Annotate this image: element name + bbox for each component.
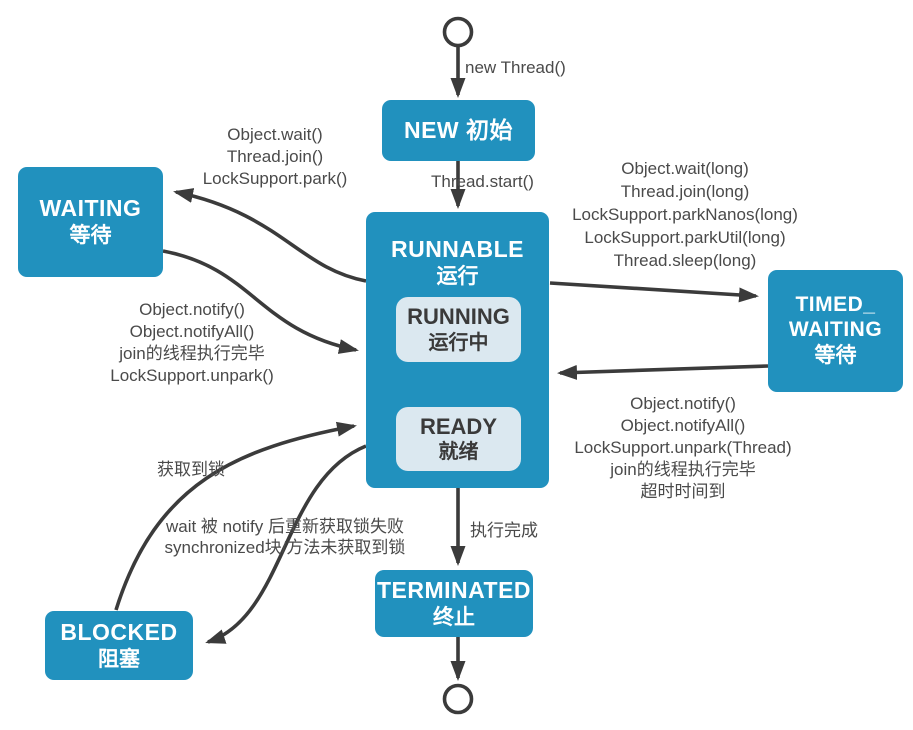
node-terminated-label-en: TERMINATED xyxy=(376,576,532,603)
node-timed-waiting-label-line2: WAITING xyxy=(788,317,883,341)
node-terminated: TERMINATED 终止 xyxy=(375,570,533,637)
node-blocked-label-zh: 阻塞 xyxy=(98,647,140,671)
edge-label-line: Object.notify() xyxy=(630,394,736,413)
node-timed-waiting: TIMED_ WAITING 等待 xyxy=(768,270,903,392)
edge-label-line: Object.notifyAll() xyxy=(620,416,746,435)
node-running-label-en: RUNNING xyxy=(407,304,510,330)
node-ready: READY 就绪 xyxy=(396,407,521,471)
edge-label-timed-waiting-to-runnable: Object.notify() Object.notifyAll() LockS… xyxy=(563,393,803,503)
edge-label-line: LockSupport.parkNanos(long) xyxy=(572,205,798,224)
start-state-circle xyxy=(442,16,474,48)
edge-label-line: Thread.join() xyxy=(226,147,324,166)
edge-timed-waiting-to-runnable xyxy=(557,364,769,380)
node-timed-waiting-label-zh: 等待 xyxy=(814,344,857,368)
node-new-label: NEW 初始 xyxy=(403,116,514,143)
node-runnable-label-en: RUNNABLE xyxy=(390,236,525,262)
node-running: RUNNING 运行中 xyxy=(396,297,521,362)
node-timed-waiting-label-line1: TIMED_ xyxy=(795,292,876,316)
edge-runnable-to-waiting xyxy=(173,188,367,283)
edge-label-line: synchronized块/方法未获取到锁 xyxy=(164,538,406,557)
edge-label-line: 超时时间到 xyxy=(640,482,726,501)
edge-runnable-to-timed-waiting xyxy=(549,281,759,303)
node-runnable-label-zh: 运行 xyxy=(436,265,479,289)
edge-blocked-to-runnable xyxy=(114,421,357,611)
edge-label-new-thread: new Thread() xyxy=(465,58,566,77)
node-waiting-label-zh: 等待 xyxy=(69,224,112,248)
node-blocked-label-en: BLOCKED xyxy=(60,618,178,645)
node-waiting-label-en: WAITING xyxy=(39,195,142,222)
edge-label-thread-start: Thread.start() xyxy=(431,172,534,191)
edge-label-line: join的线程执行完毕 xyxy=(610,460,756,479)
node-ready-label-en: READY xyxy=(419,413,497,439)
edge-label-runnable-to-blocked: wait 被 notify 后重新获取锁失败 synchronized块/方法未… xyxy=(140,516,430,558)
edge-label-line: wait 被 notify 后重新获取锁失败 xyxy=(165,517,405,536)
edge-label-line: Thread.join(long) xyxy=(620,182,750,201)
end-state-circle xyxy=(442,683,474,715)
edge-label-line: Object.notifyAll() xyxy=(129,322,255,341)
node-ready-label-zh: 就绪 xyxy=(438,441,479,464)
node-running-label-zh: 运行中 xyxy=(428,331,489,354)
edge-label-line: join的线程执行完毕 xyxy=(119,344,265,363)
edge-label-runnable-to-terminated: 执行完成 xyxy=(470,521,538,540)
edge-label-line: LockSupport.parkUtil(long) xyxy=(584,228,786,247)
edge-label-line: Object.wait(long) xyxy=(621,159,749,178)
edge-waiting-to-runnable xyxy=(162,249,359,354)
edge-label-runnable-to-timed-waiting: Object.wait(long) Thread.join(long) Lock… xyxy=(550,157,820,272)
edge-label-line: LockSupport.park() xyxy=(202,169,348,188)
node-blocked: BLOCKED 阻塞 xyxy=(45,611,193,680)
edge-label-line: Thread.sleep(long) xyxy=(613,251,757,270)
edge-label-line: LockSupport.unpark() xyxy=(110,366,274,385)
node-new: NEW 初始 xyxy=(382,100,535,161)
edge-runnable-to-blocked xyxy=(205,444,367,644)
edge-label-waiting-to-runnable: Object.notify() Object.notifyAll() join的… xyxy=(87,299,297,387)
edge-label-line: Object.notify() xyxy=(139,300,245,319)
edge-label-runnable-to-waiting: Object.wait() Thread.join() LockSupport.… xyxy=(170,124,380,190)
edge-label-line: LockSupport.unpark(Thread) xyxy=(574,438,792,457)
node-waiting: WAITING 等待 xyxy=(18,167,163,277)
edge-label-blocked-to-runnable: 获取到锁 xyxy=(157,460,225,479)
edge-label-line: Object.wait() xyxy=(227,125,323,144)
node-terminated-label-zh: 终止 xyxy=(433,605,475,629)
